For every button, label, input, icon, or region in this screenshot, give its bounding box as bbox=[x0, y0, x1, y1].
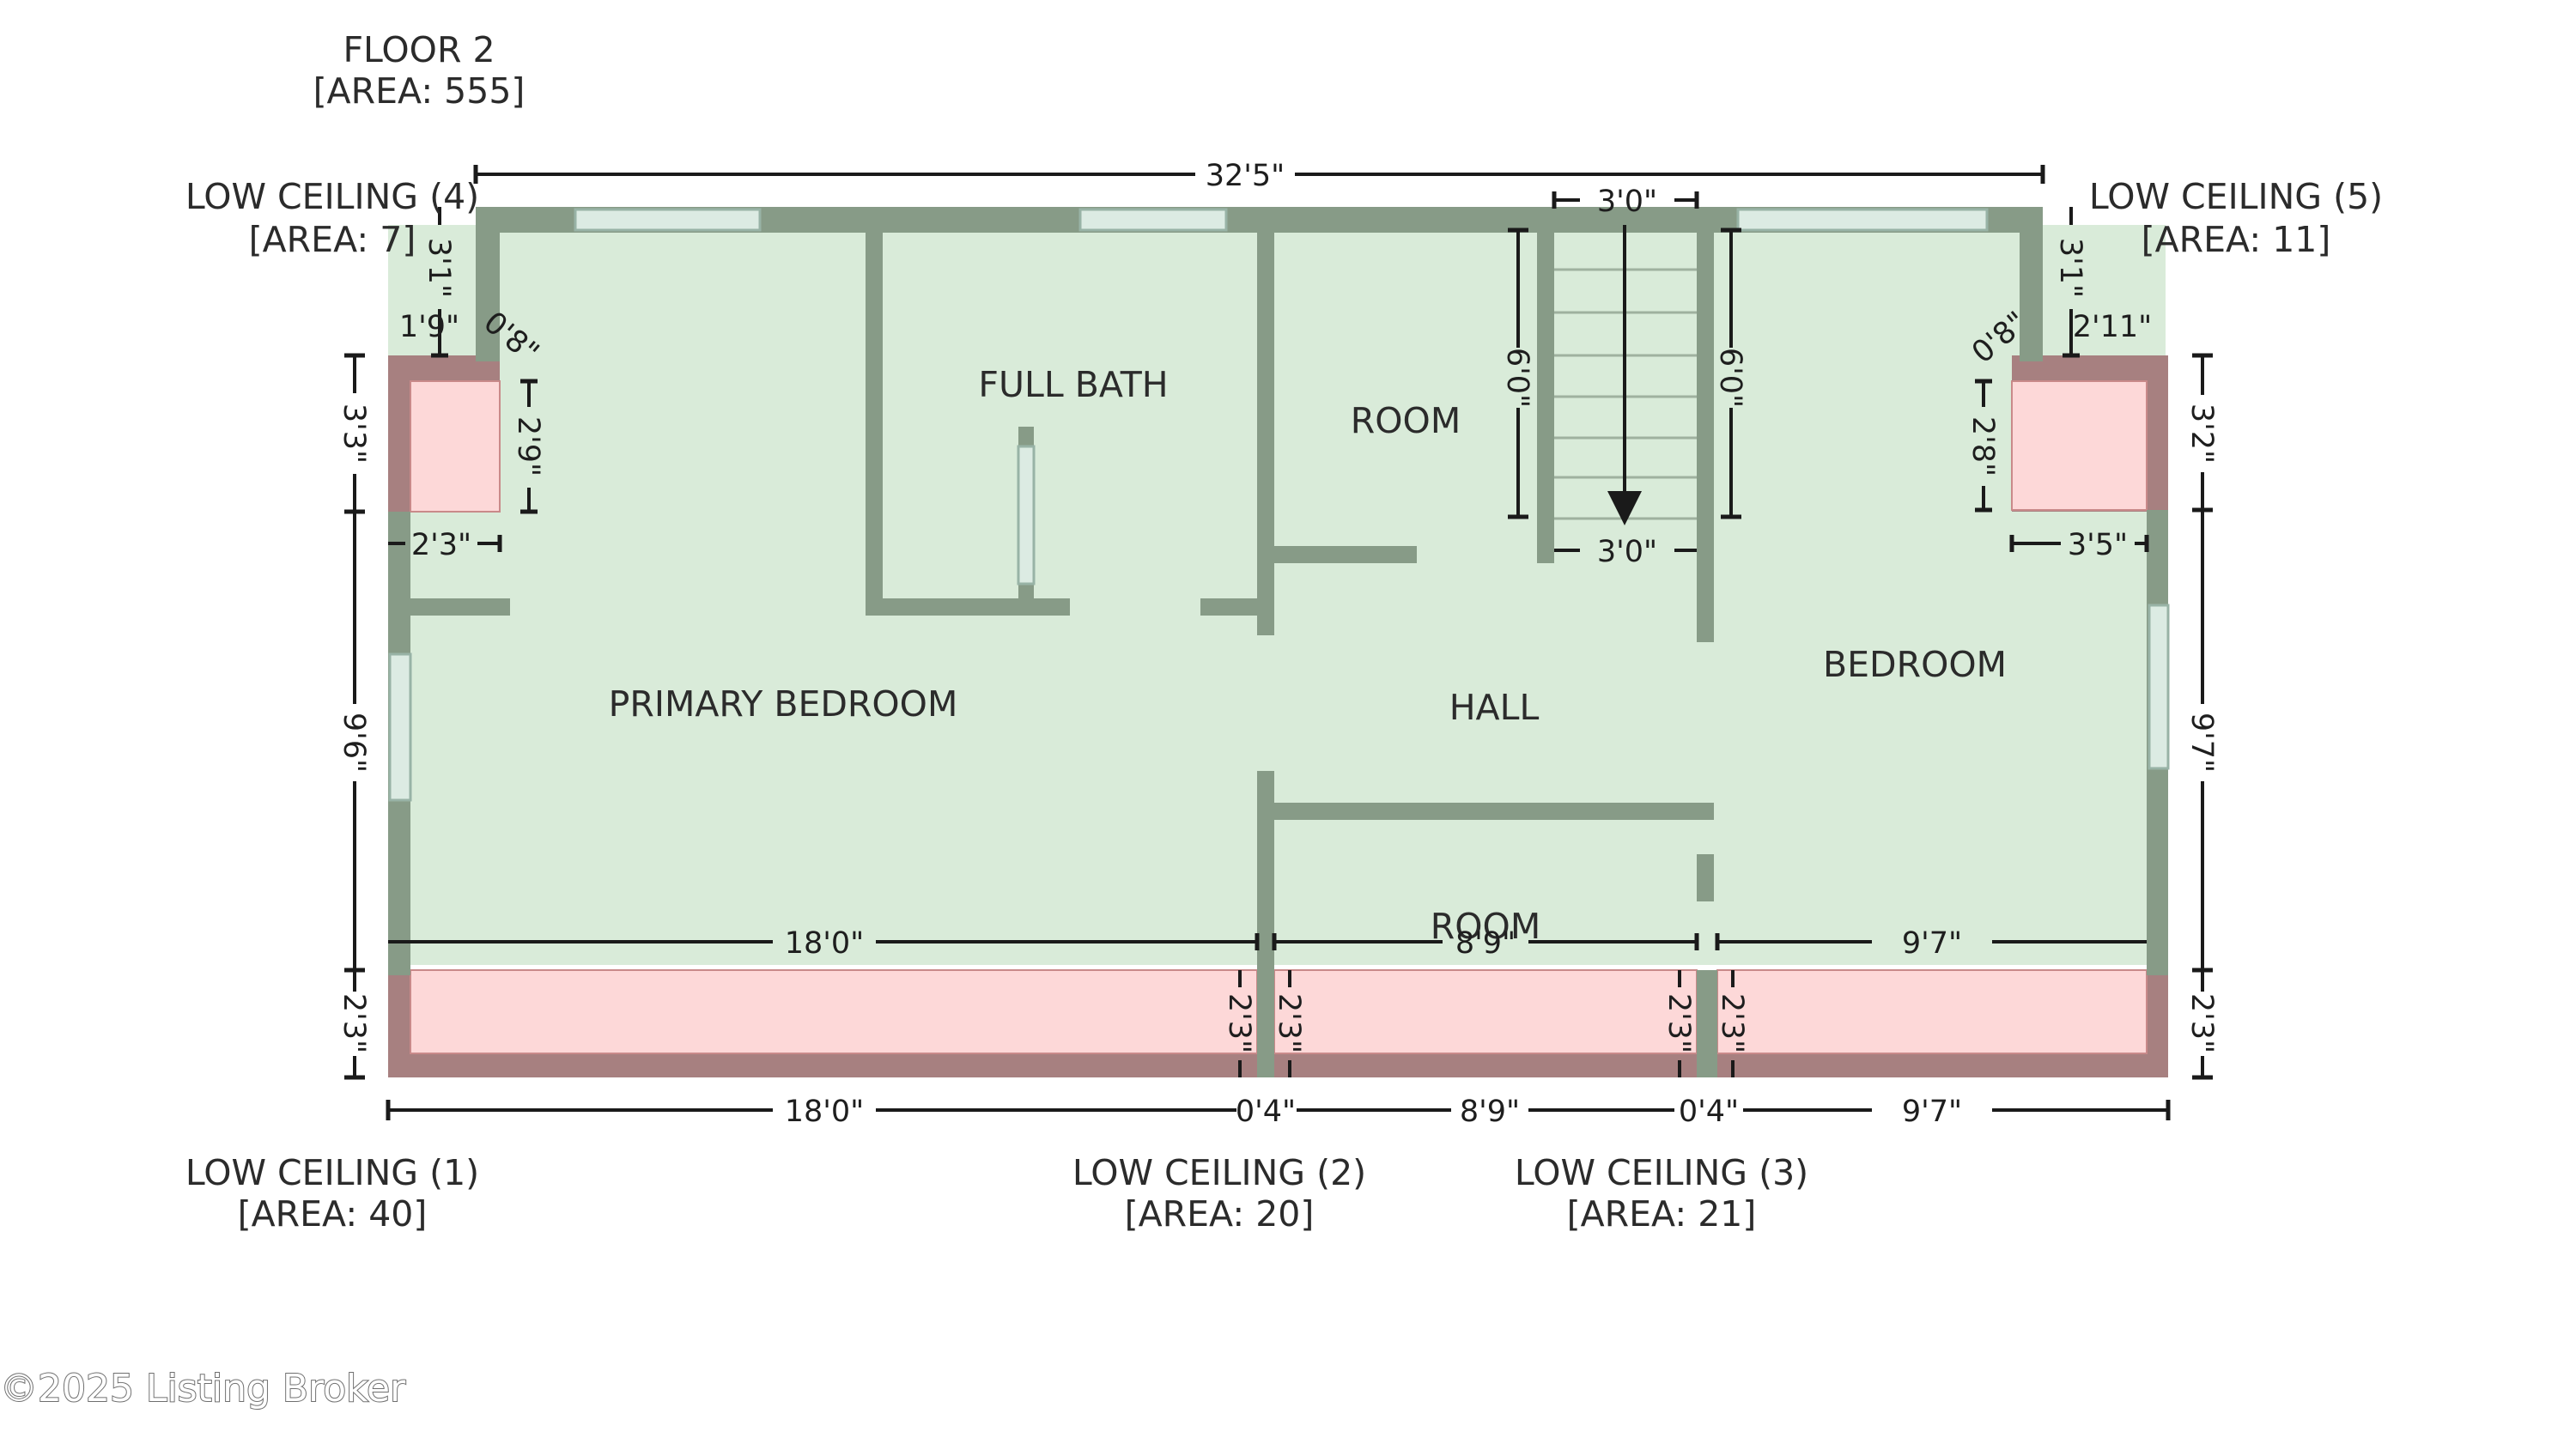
room-fills bbox=[388, 225, 2166, 965]
floor-area bbox=[388, 225, 2166, 965]
room-full-bath: FULL BATH bbox=[978, 364, 1168, 405]
room-bedroom: BEDROOM bbox=[1823, 644, 2007, 685]
stair-wall-right bbox=[1697, 225, 1714, 642]
dim-lc5-top-h: 2'11" bbox=[2073, 310, 2153, 344]
dim-overall-top: 32'5" bbox=[1206, 159, 1285, 193]
dim-inner-97: 9'7" bbox=[1902, 926, 1962, 961]
dim-inner-18: 18'0" bbox=[785, 926, 865, 961]
dim-lc4-bottom-h: 2'3" bbox=[411, 528, 471, 562]
center-wall-upper bbox=[1257, 225, 1274, 635]
window-top-2 bbox=[1078, 208, 1228, 232]
dim-low-v1: 2'3" bbox=[1222, 993, 1256, 1053]
dim-lc4-top-v: 3'1" bbox=[422, 238, 456, 298]
dim-bottom-04b: 0'4" bbox=[1679, 1095, 1739, 1129]
dim-low-v3: 2'3" bbox=[1662, 993, 1696, 1053]
labels: FLOOR 2 [AREA: 555] PRIMARY BEDROOM FULL… bbox=[185, 29, 2383, 1235]
bath-wall-bottom-right bbox=[1200, 598, 1267, 616]
stair-wall-left bbox=[1537, 225, 1554, 563]
floor-title: FLOOR 2 bbox=[343, 29, 495, 70]
dimension-lines bbox=[344, 165, 2213, 1120]
dim-bottom-18: 18'0" bbox=[785, 1095, 865, 1129]
dim-stair-bottom: 3'0" bbox=[1597, 535, 1657, 569]
low-ceiling-1-area: [AREA: 40] bbox=[238, 1193, 428, 1235]
low-ceiling-3-area: [AREA: 21] bbox=[1567, 1193, 1757, 1235]
dim-lc5-top-v: 3'1" bbox=[2053, 238, 2087, 298]
dimension-labels: 32'5" 3'0" 3'0" 6'0" 6'0" 3'1" 1'9" 0'8"… bbox=[337, 159, 2219, 1129]
hall-bottom-wall bbox=[1274, 803, 1714, 820]
dim-lc4-top-h: 1'9" bbox=[399, 310, 459, 344]
watermark: ©2025 Listing Broker bbox=[0, 1367, 406, 1411]
low-ceiling-3-title: LOW CEILING (3) bbox=[1515, 1152, 1808, 1193]
dim-right-mid: 9'7" bbox=[2184, 713, 2219, 773]
low-ceiling-2-area: [AREA: 20] bbox=[1125, 1193, 1315, 1235]
exterior-wall-right-upper bbox=[2020, 207, 2043, 361]
low-ceiling-5-area: [AREA: 11] bbox=[2142, 219, 2331, 260]
dim-left-low: 2'3" bbox=[337, 993, 371, 1053]
bath-wall-bottom-left bbox=[866, 598, 1070, 616]
floor-area: [AREA: 555] bbox=[313, 70, 526, 112]
bath-interior-window bbox=[1017, 445, 1036, 586]
low-ceiling-1-title: LOW CEILING (1) bbox=[185, 1152, 479, 1193]
low-ceiling-4-diagonal bbox=[477, 355, 500, 381]
bath-wall-left bbox=[866, 225, 883, 616]
dim-low-v4: 2'3" bbox=[1715, 993, 1749, 1053]
bottom-divider-2 bbox=[1697, 970, 1717, 1077]
room-lower: ROOM bbox=[1431, 906, 1540, 947]
dim-stair-top: 3'0" bbox=[1597, 185, 1657, 219]
room-bottom-wall bbox=[1274, 546, 1417, 563]
room-primary-bedroom: PRIMARY BEDROOM bbox=[609, 683, 958, 725]
dim-stair-left: 6'0" bbox=[1500, 348, 1534, 408]
dim-lc5-bottom-h: 3'5" bbox=[2068, 528, 2128, 562]
dim-inner-89: 8'9" bbox=[1455, 926, 1516, 961]
dim-right-low: 2'3" bbox=[2184, 993, 2219, 1053]
right-wall-lower bbox=[1697, 854, 1714, 901]
window-right bbox=[2148, 604, 2170, 770]
low-ceiling-1-zone bbox=[410, 969, 1258, 1054]
room-hall: HALL bbox=[1449, 687, 1540, 728]
staircase bbox=[1554, 225, 1697, 525]
room-upper: ROOM bbox=[1351, 400, 1461, 441]
low-ceiling-3-zone bbox=[1716, 969, 2148, 1054]
windows bbox=[388, 208, 2170, 802]
low-ceiling-5-diagonal bbox=[2012, 355, 2037, 381]
window-left bbox=[388, 652, 412, 802]
dim-bottom-04a: 0'4" bbox=[1236, 1095, 1296, 1129]
low-ceiling-5-title: LOW CEILING (5) bbox=[2089, 176, 2383, 217]
dim-bottom-89: 8'9" bbox=[1460, 1095, 1520, 1129]
primary-closet-stub bbox=[410, 598, 510, 616]
dim-bottom-97: 9'7" bbox=[1902, 1095, 1962, 1129]
dim-lc5-inner-v: 2'8" bbox=[1965, 416, 2000, 476]
dim-low-v2: 2'3" bbox=[1272, 993, 1306, 1053]
low-ceiling-4-title: LOW CEILING (4) bbox=[185, 176, 479, 217]
exterior-wall-left-upper bbox=[476, 207, 500, 361]
low-ceiling-2-title: LOW CEILING (2) bbox=[1072, 1152, 1366, 1193]
dim-lc4-left-v: 3'3" bbox=[337, 403, 371, 464]
dim-lc4-inner-v: 2'9" bbox=[511, 416, 545, 476]
dim-stair-right: 6'0" bbox=[1713, 348, 1747, 408]
window-top-1 bbox=[574, 208, 762, 232]
dim-lc5-right-v: 3'2" bbox=[2184, 403, 2219, 464]
low-ceiling-4-zone bbox=[410, 380, 501, 513]
dim-left-mid: 9'6" bbox=[337, 713, 371, 773]
low-ceiling-2-zone bbox=[1273, 969, 1698, 1054]
low-ceiling-4-area: [AREA: 7] bbox=[249, 219, 416, 260]
window-top-3 bbox=[1736, 208, 1989, 232]
center-wall-lower bbox=[1257, 771, 1274, 1077]
low-ceiling-5-zone bbox=[2011, 380, 2148, 511]
low-ceiling-zones bbox=[388, 355, 2168, 1077]
